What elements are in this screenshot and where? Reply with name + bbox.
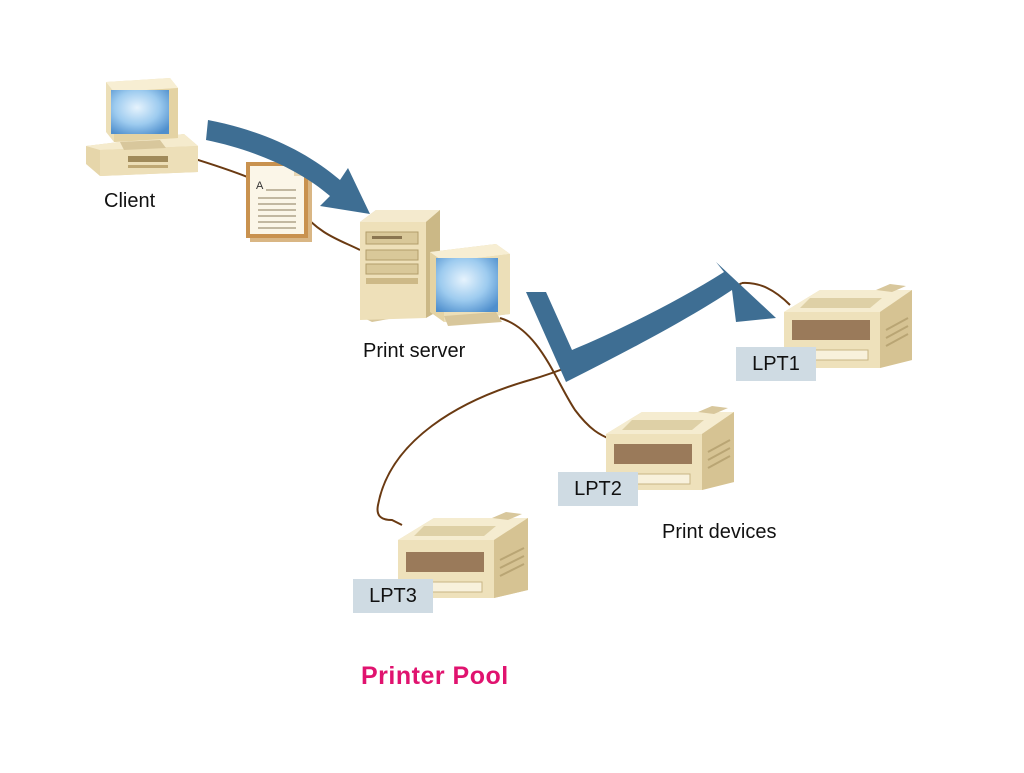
client-label: Client bbox=[104, 190, 156, 212]
port-tag-lpt2: LPT2 bbox=[558, 472, 638, 506]
port-tag-lpt1: LPT1 bbox=[736, 347, 816, 381]
printer-lpt3-icon bbox=[398, 512, 528, 598]
printer-lpt2-icon bbox=[606, 406, 734, 490]
port-tag-lpt3: LPT3 bbox=[353, 579, 433, 613]
diagram-title: Printer Pool bbox=[361, 662, 509, 690]
document-icon bbox=[246, 162, 312, 242]
document-letter: A bbox=[256, 180, 264, 192]
cable-server-to-lpt1 bbox=[741, 281, 791, 306]
client-computer-icon bbox=[86, 78, 198, 176]
arrow-client-to-server bbox=[206, 120, 370, 214]
print-job-flow-arrows bbox=[206, 120, 776, 382]
print-server-label: Print server bbox=[363, 340, 466, 362]
cable-server-to-lpt2 bbox=[499, 317, 613, 441]
print-server-icon bbox=[360, 210, 510, 326]
print-devices-label: Print devices bbox=[662, 521, 777, 543]
arrow-server-to-lpt1 bbox=[526, 262, 776, 382]
printer-lpt1-icon bbox=[784, 284, 912, 368]
